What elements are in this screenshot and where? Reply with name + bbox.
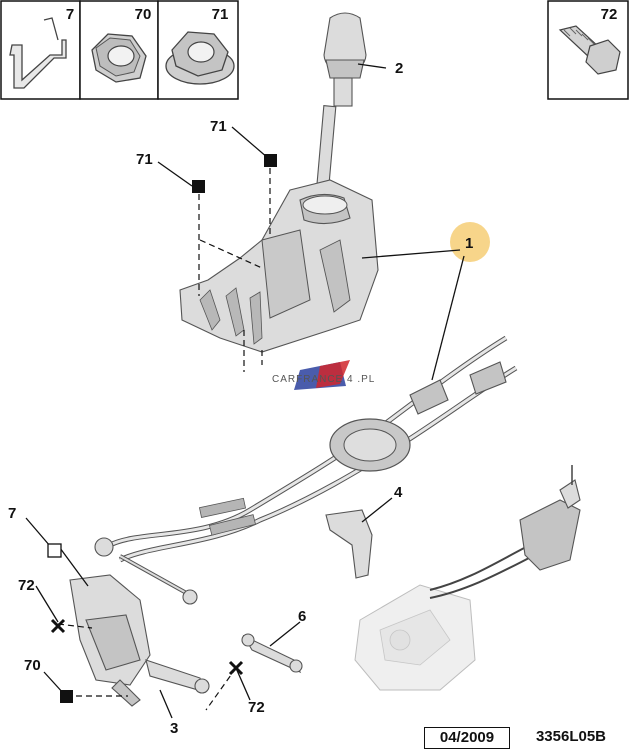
marker-7 [47,543,62,558]
callout-71-right: 71 [210,118,227,135]
mounting-guide-lines [198,168,271,372]
flange-nut-icon [165,31,235,85]
marker-70 [60,690,73,703]
clip-icon [9,17,67,89]
gearbox-selector-mechanism [69,574,210,707]
callout-3: 3 [170,720,178,737]
callout-71-left: 71 [136,151,153,168]
diagram-reference: 3356L05B [535,728,607,745]
callout-4: 4 [394,484,403,501]
callout-70: 70 [24,657,41,674]
gearshift-cables [94,335,518,605]
bolt-icon [558,25,621,75]
highlight-marker [450,222,490,262]
gear-knob-lever [315,12,367,197]
watermark-text: CARFRANCE 4 .PL [272,374,375,385]
inset-box-bolt: 72 [547,0,629,100]
inset-box-flange-nut: 71 [157,0,239,100]
hex-nut-icon [91,33,147,83]
callout-7: 7 [8,505,16,522]
callout-6: 6 [298,608,306,625]
inset-number: 71 [212,6,229,23]
callout-labels: 2 1 71 71 4 6 7 72 70 3 72 [8,60,473,737]
gearbox-cable-routing [429,465,581,599]
inset-number: 7 [66,6,74,23]
callout-72-left: 72 [18,577,35,594]
marker-crosses [50,618,244,676]
inset-number: 72 [601,6,618,23]
marker-71-left [192,180,205,193]
gear-shift-housing [179,179,379,353]
marker-squares [47,154,277,703]
leader-lines [25,63,465,719]
diagram-date: 04/2009 [424,727,510,749]
marker-71-right [264,154,277,167]
cable-bracket [325,509,373,579]
inset-box-clip: 7 [0,0,81,100]
callout-1: 1 [465,235,473,252]
link-rod [241,633,303,674]
gearbox-assembly [354,584,476,691]
callout-72-right: 72 [248,699,265,716]
callout-2: 2 [395,60,403,77]
watermark: CARFRANCE 4 .PL [272,360,375,390]
inset-box-hex-nut: 70 [79,0,159,100]
inset-number: 70 [135,6,152,23]
